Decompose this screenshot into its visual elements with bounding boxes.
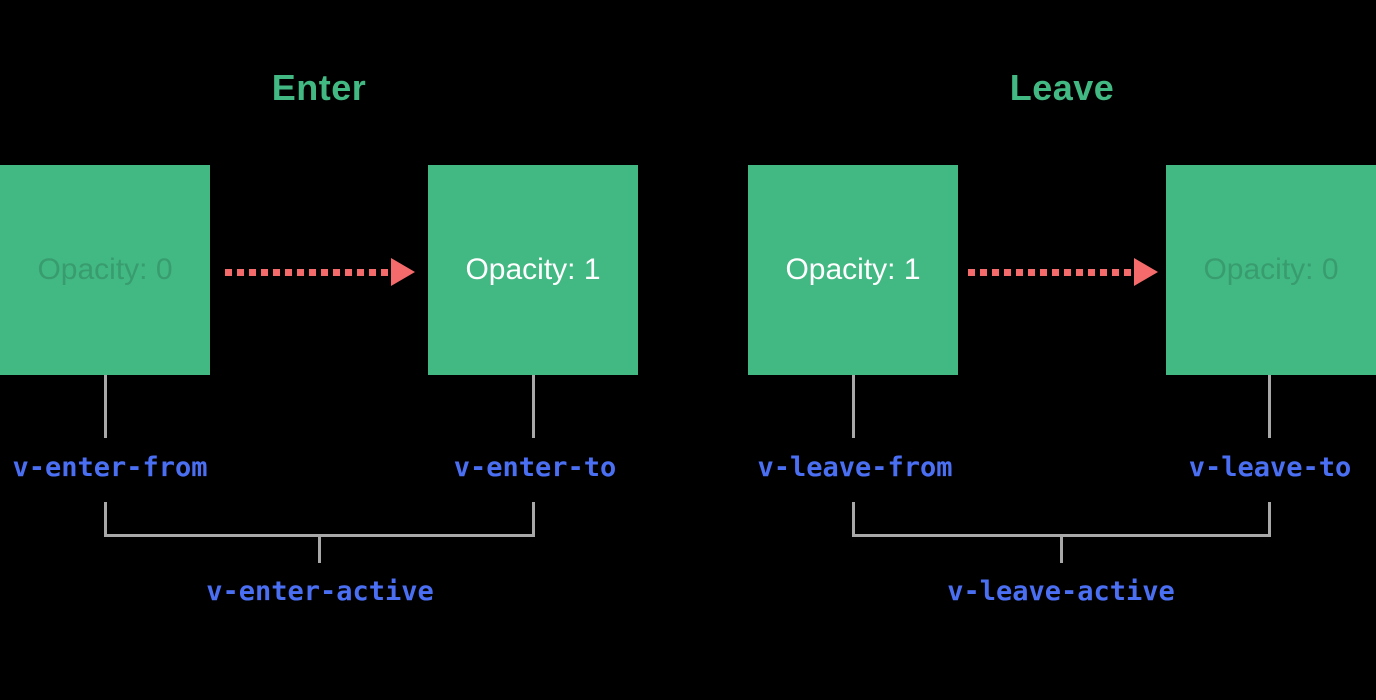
enter-transition-arrow-icon — [225, 258, 415, 286]
leave-active-bracket-stem — [1060, 537, 1063, 563]
enter-to-label: v-enter-to — [453, 452, 617, 483]
arrow-dashes — [968, 268, 1134, 276]
enter-from-connector-line — [104, 375, 107, 438]
enter-active-bracket — [104, 502, 535, 537]
arrow-head-icon — [1134, 258, 1158, 286]
leave-from-box: Opacity: 1 — [748, 165, 958, 375]
enter-active-bracket-stem — [318, 537, 321, 563]
enter-to-box-text: Opacity: 1 — [465, 253, 601, 286]
leave-to-label: v-leave-to — [1188, 452, 1352, 483]
leave-active-bracket — [852, 502, 1271, 537]
enter-active-label: v-enter-active — [206, 576, 434, 607]
leave-to-connector-line — [1268, 375, 1271, 438]
enter-to-connector-line — [532, 375, 535, 438]
enter-title: Enter — [271, 67, 367, 108]
enter-from-box-text: Opacity: 0 — [37, 253, 173, 286]
leave-from-label: v-leave-from — [757, 452, 953, 483]
arrow-dashes — [225, 268, 391, 276]
leave-to-box-text: Opacity: 0 — [1203, 253, 1339, 286]
enter-to-box: Opacity: 1 — [428, 165, 638, 375]
leave-from-box-text: Opacity: 1 — [785, 253, 921, 286]
leave-to-box: Opacity: 0 — [1166, 165, 1376, 375]
leave-transition-arrow-icon — [968, 258, 1158, 286]
leave-active-label: v-leave-active — [947, 576, 1175, 607]
arrow-head-icon — [391, 258, 415, 286]
enter-from-box: Opacity: 0 — [0, 165, 210, 375]
leave-from-connector-line — [852, 375, 855, 438]
leave-title: Leave — [1009, 67, 1115, 108]
enter-from-label: v-enter-from — [12, 452, 208, 483]
